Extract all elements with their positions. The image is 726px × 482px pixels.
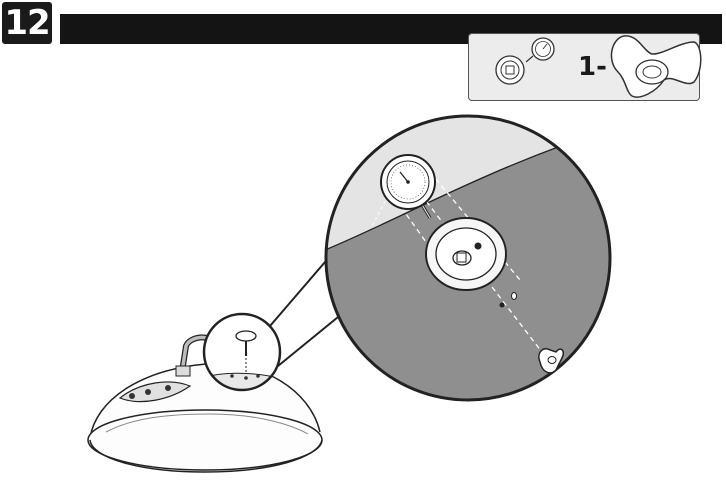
thermometer-bezel-icon	[426, 218, 506, 290]
wing-nut-icon	[611, 36, 700, 97]
thermometer-icon	[526, 38, 554, 62]
grill-lid	[88, 364, 322, 472]
wing-nut-icon	[539, 349, 563, 373]
thermometer-bezel-icon	[496, 56, 524, 84]
